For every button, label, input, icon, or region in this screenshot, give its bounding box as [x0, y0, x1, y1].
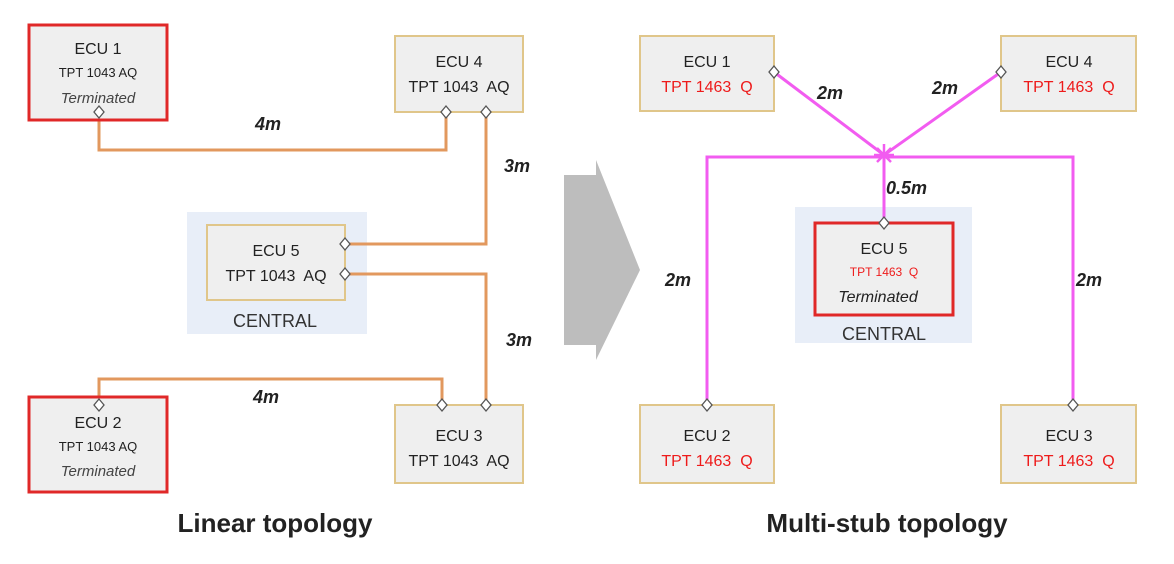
multistub-ecu2-box[interactable]: ECU 2 TPT 1463 Q	[639, 404, 775, 484]
connector-diamond	[339, 266, 351, 282]
linear-wire-bottom	[97, 377, 444, 405]
linear-ecu1-box[interactable]: ECU 1 TPT 1043 AQ Terminated	[27, 23, 169, 122]
transition-arrow	[564, 160, 640, 360]
linear-ecu4-name: ECU 4	[435, 54, 482, 71]
multistub-length-ecu1: 2m	[816, 83, 843, 103]
stub-wire-ecu4	[883, 70, 1002, 157]
multistub-ecu1-box[interactable]: ECU 1 TPT 1463 Q	[639, 35, 775, 112]
multistub-ecu1-part: TPT 1463 Q	[661, 79, 752, 96]
linear-ecu2-note: Terminated	[61, 463, 136, 480]
connector-diamond	[701, 397, 713, 413]
linear-connectors	[93, 104, 492, 413]
multistub-ecu4-part: TPT 1463 Q	[1023, 79, 1114, 96]
linear-length-right-upper: 3m	[504, 156, 530, 176]
connector-diamond	[93, 104, 105, 120]
multistub-lengths: 2m 2m 0.5m 2m 2m	[664, 78, 1102, 290]
linear-ecu3-part: TPT 1043 AQ	[408, 453, 509, 470]
connector-diamond	[768, 64, 780, 80]
multistub-ecu4-box[interactable]: ECU 4 TPT 1463 Q	[1000, 35, 1137, 112]
linear-ecu4-box[interactable]: ECU 4 TPT 1043 AQ	[394, 35, 524, 113]
connector-diamond	[1067, 397, 1079, 413]
multistub-connectors	[701, 64, 1079, 413]
connector-diamond	[440, 104, 452, 120]
linear-wire-top	[97, 112, 448, 152]
multistub-central-label: CENTRAL	[842, 324, 926, 344]
linear-ecu5-part: TPT 1043 AQ	[225, 268, 326, 285]
linear-central-label: CENTRAL	[233, 311, 317, 331]
linear-length-bottom: 4m	[252, 387, 279, 407]
connector-diamond	[339, 236, 351, 252]
connector-diamond	[995, 64, 1007, 80]
stub-wire-ecu1	[773, 70, 885, 157]
multistub-ecu5-part: TPT 1463 Q	[850, 265, 918, 279]
linear-wires	[97, 112, 488, 405]
multistub-ecu3-box[interactable]: ECU 3 TPT 1463 Q	[1000, 404, 1137, 484]
multistub-ecu1-name: ECU 1	[683, 54, 730, 71]
connector-diamond	[480, 104, 492, 120]
multistub-caption: Multi-stub topology	[766, 508, 1008, 538]
linear-ecu4-part: TPT 1043 AQ	[408, 79, 509, 96]
linear-ecu2-name: ECU 2	[74, 415, 121, 432]
linear-caption: Linear topology	[178, 508, 374, 538]
multistub-length-central: 0.5m	[886, 178, 927, 198]
linear-ecu2-box[interactable]: ECU 2 TPT 1043 AQ Terminated	[27, 395, 169, 494]
linear-topology: CENTRAL ECU 1 TPT 1043 AQ Terminated ECU…	[27, 23, 532, 538]
multistub-length-ecu2: 2m	[664, 270, 691, 290]
linear-ecu1-note: Terminated	[61, 90, 136, 107]
stub-junction-star	[874, 144, 894, 166]
connector-diamond	[436, 397, 448, 413]
connector-diamond	[93, 397, 105, 413]
linear-ecu2-part: TPT 1043 AQ	[59, 439, 138, 454]
linear-ecu3-box[interactable]: ECU 3 TPT 1043 AQ	[394, 404, 524, 484]
linear-ecu5-name: ECU 5	[252, 243, 299, 260]
linear-ecu1-part: TPT 1043 AQ	[59, 65, 138, 80]
linear-ecu5-box[interactable]: ECU 5 TPT 1043 AQ	[206, 224, 346, 301]
multistub-ecu5-box[interactable]: ECU 5 TPT 1463 Q Terminated	[813, 221, 955, 317]
linear-ecu3-name: ECU 3	[435, 428, 482, 445]
multistub-length-ecu3: 2m	[1075, 270, 1102, 290]
linear-ecu1-name: ECU 1	[74, 41, 121, 58]
linear-wire-right-lower	[345, 272, 488, 405]
multistub-ecu3-name: ECU 3	[1045, 428, 1092, 445]
multistub-topology: CENTRAL ECU 1 TPT 1463 Q ECU 4 TPT 1463 …	[639, 35, 1137, 538]
multistub-ecu3-part: TPT 1463 Q	[1023, 453, 1114, 470]
linear-length-right-lower: 3m	[506, 330, 532, 350]
multistub-ecu2-name: ECU 2	[683, 428, 730, 445]
multistub-ecu2-part: TPT 1463 Q	[661, 453, 752, 470]
multistub-ecu5-note: Terminated	[838, 289, 919, 306]
multistub-ecu5-name: ECU 5	[860, 241, 907, 258]
connector-diamond	[480, 397, 492, 413]
multistub-length-ecu4: 2m	[931, 78, 958, 98]
connector-diamond	[878, 215, 890, 231]
multistub-wires	[705, 70, 1075, 405]
linear-wire-right-upper	[345, 112, 488, 246]
stub-wire-bus	[705, 155, 1075, 405]
multistub-ecu4-name: ECU 4	[1045, 54, 1092, 71]
linear-lengths: 4m 3m 3m 4m	[252, 114, 532, 407]
linear-length-top: 4m	[254, 114, 281, 134]
